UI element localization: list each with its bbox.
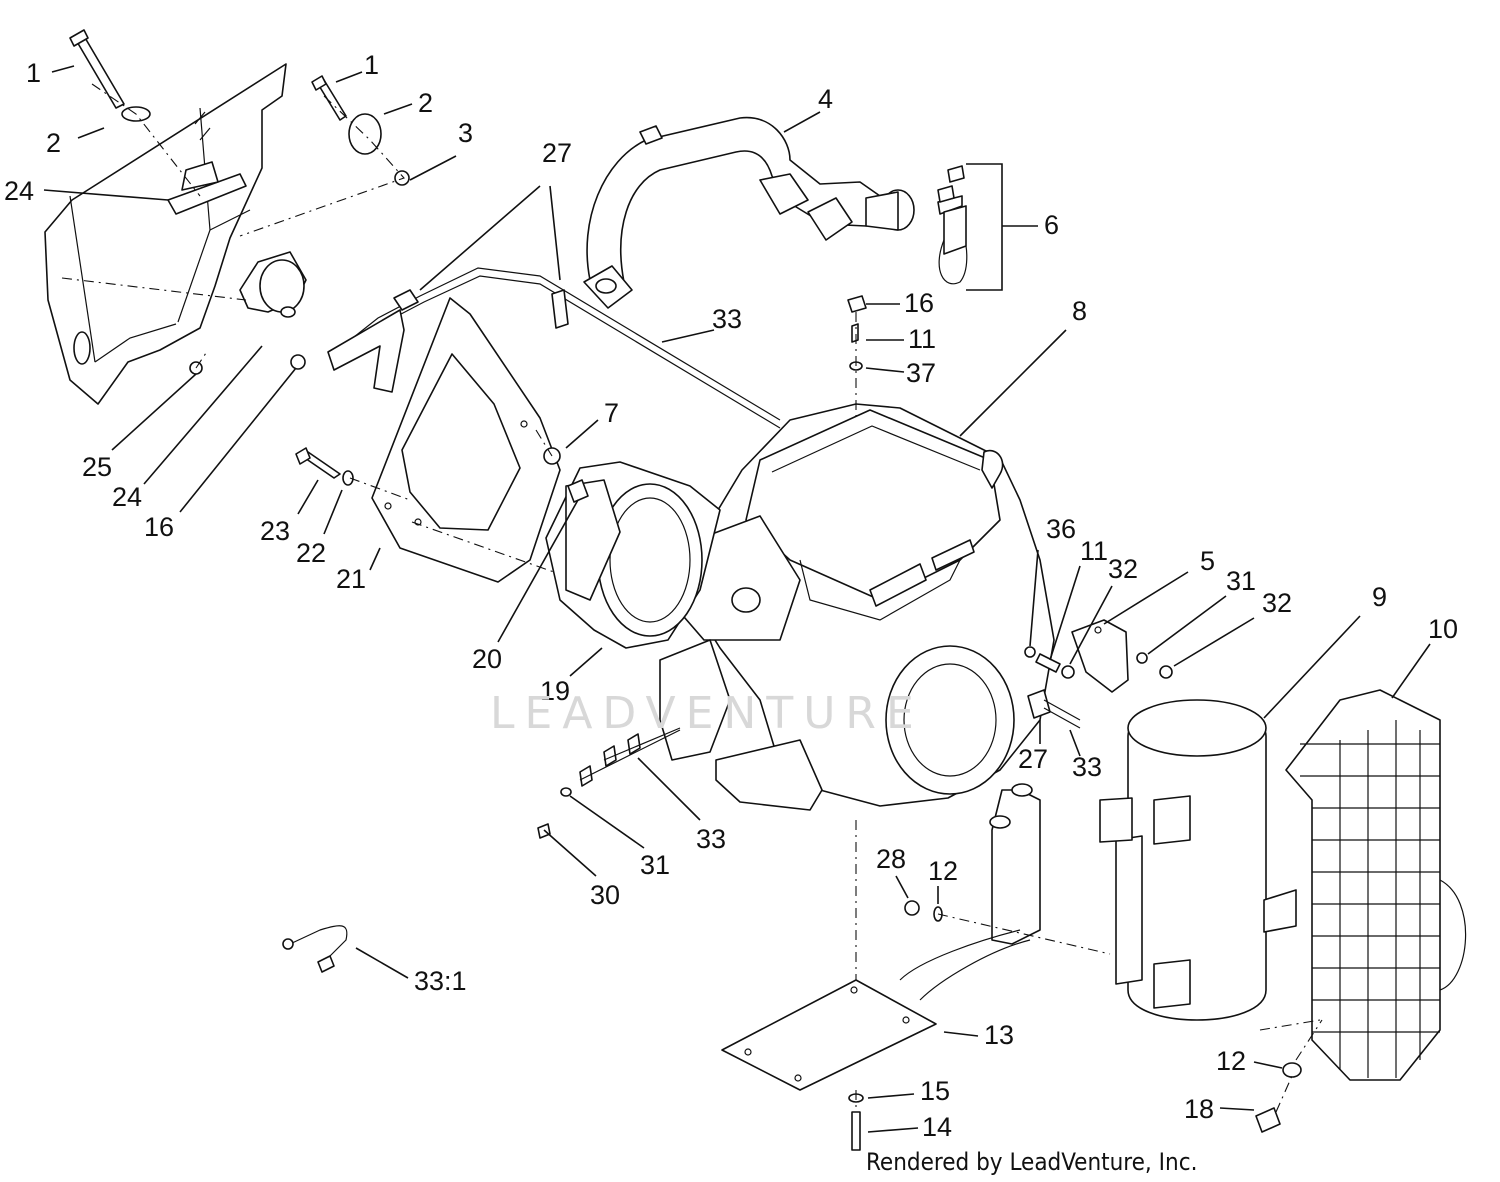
callout-12: 12 [928, 856, 958, 886]
callout-21: 21 [336, 564, 366, 594]
nut-3 [394, 170, 410, 186]
muffler-9 [1099, 699, 1297, 1021]
isolator-mount-24a [167, 161, 247, 215]
callout-numbers: 1 2 24 1 2 3 27 4 6 16 11 37 8 33 7 25 2… [4, 50, 1458, 1142]
bracket-strip [327, 309, 405, 393]
mount-line [937, 913, 1321, 1031]
engine-mount-plate-21 [371, 297, 561, 583]
isolator-mount-24b [239, 251, 307, 318]
callout-11: 11 [1080, 536, 1108, 566]
callout-33: 33 [712, 304, 742, 334]
clamp-kit-6 [937, 165, 968, 285]
callout-30: 30 [590, 880, 620, 910]
callout-32: 32 [1262, 588, 1292, 618]
callout-16: 16 [144, 512, 174, 542]
leader-lines [43, 65, 1431, 1133]
callout-14: 14 [922, 1112, 952, 1142]
bracket-5 [1071, 619, 1129, 693]
callout-4: 4 [818, 84, 833, 114]
callout-10: 10 [1428, 614, 1458, 644]
callout-20: 20 [472, 644, 502, 674]
washer-22 [342, 470, 354, 486]
callout-28: 28 [876, 844, 906, 874]
callout-9: 9 [1372, 582, 1387, 612]
callout-24: 24 [112, 482, 142, 512]
ground-wires-33 [537, 727, 681, 839]
callout-27: 27 [1018, 744, 1048, 774]
callout-15: 15 [920, 1076, 950, 1106]
callout-32: 32 [1108, 554, 1138, 584]
nut-32a [1061, 665, 1075, 679]
callout-5: 5 [1200, 546, 1215, 576]
callout-8: 8 [1072, 296, 1087, 326]
heat-shield-bracket [44, 63, 287, 405]
callout-31: 31 [640, 850, 670, 880]
bolt-23 [295, 447, 341, 479]
nut-32b [1159, 665, 1173, 679]
fuel-line-33b [1043, 699, 1081, 729]
callout-1: 1 [364, 50, 379, 80]
wire-harness-33-1 [282, 925, 348, 973]
callout-36: 36 [1046, 514, 1076, 544]
base-plate-13 [721, 929, 1031, 1091]
callout-33: 33 [1072, 752, 1102, 782]
washer-36 [1024, 646, 1036, 658]
callout-37: 37 [906, 358, 936, 388]
bolt-11b [1035, 653, 1061, 673]
callout-6: 6 [1044, 210, 1059, 240]
callout-2: 2 [418, 88, 433, 118]
callout-12: 12 [1216, 1046, 1246, 1076]
callout-1: 1 [26, 58, 41, 88]
callout-33-1: 33:1 [414, 966, 467, 996]
blower-housing-19 [545, 461, 721, 649]
callout-13: 13 [984, 1020, 1014, 1050]
callout-11: 11 [908, 324, 936, 354]
muffler-guard-10 [1285, 689, 1467, 1081]
nut-16b [290, 354, 306, 370]
bracket-6 [966, 163, 1003, 291]
bolt-18 [1255, 1107, 1281, 1133]
washer-31a [1136, 652, 1148, 664]
callout-18: 18 [1184, 1094, 1214, 1124]
nut-28 [904, 900, 920, 916]
render-credit: Rendered by LeadVenture, Inc. [866, 1148, 1197, 1176]
bolt-1b [311, 75, 347, 121]
callout-23: 23 [260, 516, 290, 546]
callout-16: 16 [904, 288, 934, 318]
callout-22: 22 [296, 538, 326, 568]
callout-27: 27 [542, 138, 572, 168]
bolt-14 [851, 1111, 861, 1151]
washer-12b [1282, 1062, 1302, 1078]
hardware-16-11-37 [847, 295, 867, 420]
engine-8 [659, 403, 1055, 811]
bolt-1a [69, 29, 125, 109]
muffler-bracket [989, 783, 1041, 945]
callout-3: 3 [458, 118, 473, 148]
callout-33: 33 [696, 824, 726, 854]
callout-31: 31 [1226, 566, 1256, 596]
callout-25: 25 [82, 452, 112, 482]
callout-2: 2 [46, 128, 61, 158]
callout-19: 19 [540, 676, 570, 706]
washer-2b [348, 113, 382, 155]
callout-24: 24 [4, 176, 34, 206]
callout-7: 7 [604, 398, 619, 428]
watermark-text: LEADVENTURE [490, 688, 924, 739]
exhaust-pipe-4 [583, 116, 915, 309]
